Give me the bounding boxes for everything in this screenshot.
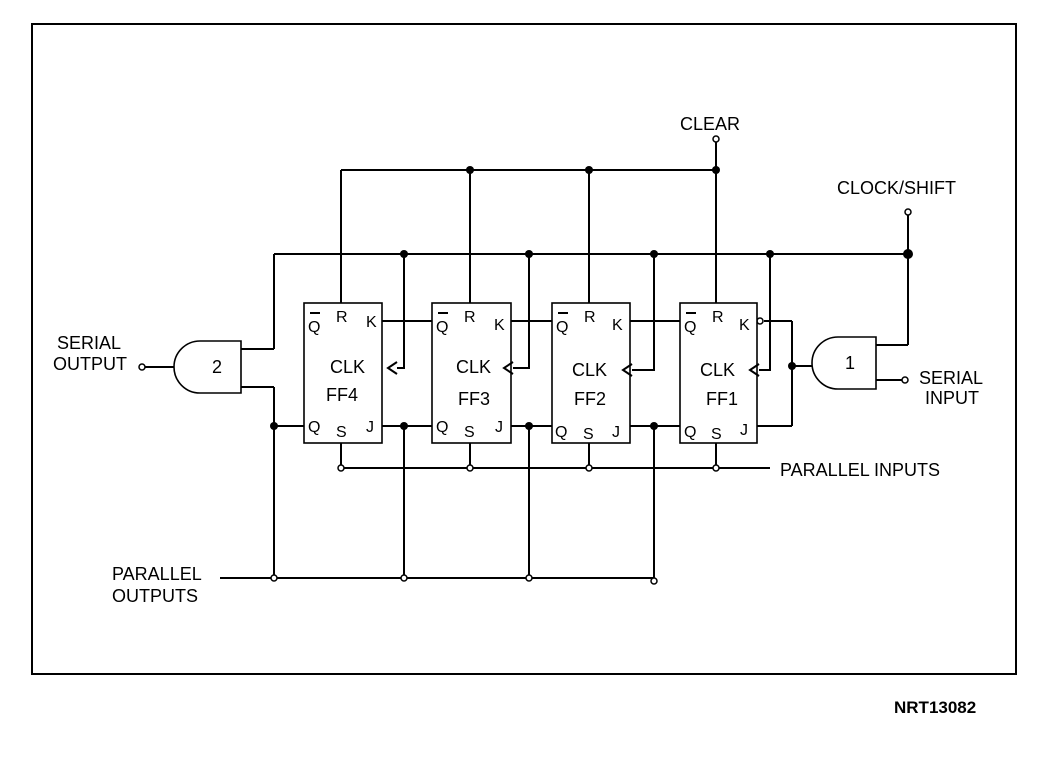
- figure-id: NRT13082: [894, 698, 977, 717]
- ff1-qbar-label: Q: [684, 319, 696, 336]
- ff4-qbar-label: Q: [308, 319, 320, 336]
- clock-shift-label: CLOCK/SHIFT: [837, 178, 956, 198]
- gate-1-label: 1: [845, 353, 855, 373]
- ff3-k-label: K: [494, 317, 505, 334]
- ff1-j-label: J: [740, 422, 748, 439]
- flip-flop-ff2: [551, 302, 631, 444]
- flip-flop-ff4: [303, 302, 383, 444]
- clock-terminal: [904, 208, 912, 216]
- ff4-s-label: S: [336, 424, 347, 441]
- parallel-inputs-wiring: [337, 443, 770, 472]
- ff3-q-label: Q: [436, 419, 448, 436]
- ff2-r-label: R: [584, 309, 596, 326]
- ff3-name-label: FF3: [458, 389, 490, 409]
- serial-input-label-line1: SERIAL: [919, 368, 983, 388]
- serial-input-label-line2: INPUT: [925, 388, 979, 408]
- ff3-s-label: S: [464, 424, 475, 441]
- clear-label: CLEAR: [680, 114, 740, 134]
- ff2-j-label: J: [612, 424, 620, 441]
- flip-flop-ff3: [431, 302, 512, 444]
- parallel-inputs-label: PARALLEL INPUTS: [780, 460, 940, 480]
- diagram-frame: [31, 23, 1017, 675]
- ff1-q-label: Q: [684, 424, 696, 441]
- ff4-k-label: K: [366, 314, 377, 331]
- serial-input-terminal: [901, 376, 909, 384]
- ff4-j-label: J: [366, 419, 374, 436]
- ff3-r-label: R: [464, 309, 476, 326]
- clk-arrows: [386, 361, 760, 377]
- ff2-q-label: Q: [555, 424, 567, 441]
- ff2-clk-label: CLK: [572, 360, 607, 380]
- serial-io-wiring: [138, 363, 909, 384]
- ff4-name-label: FF4: [326, 385, 358, 405]
- serial-output-label-line2: OUTPUT: [53, 354, 127, 374]
- ff3-qbar-label: Q: [436, 319, 448, 336]
- parallel-outputs-label-line2: OUTPUTS: [112, 586, 198, 606]
- and-gate-2: 2: [173, 340, 242, 394]
- ff1-name-label: FF1: [706, 389, 738, 409]
- ff2-k-label: K: [612, 317, 623, 334]
- serial-output-terminal: [138, 363, 146, 371]
- clear-wiring: [340, 135, 720, 303]
- clear-terminal: [712, 135, 720, 143]
- flip-flop-ff1: [679, 302, 758, 444]
- ff3-clk-label: CLK: [456, 357, 491, 377]
- parallel-outputs-label-line1: PARALLEL: [112, 564, 202, 584]
- ff1-clk-label: CLK: [700, 360, 735, 380]
- ff3-j-label: J: [495, 419, 503, 436]
- ff2-qbar-label: Q: [556, 319, 568, 336]
- ff4-q-label: Q: [308, 419, 320, 436]
- ff1-s-label: S: [711, 426, 722, 443]
- gate-2-label: 2: [212, 357, 222, 377]
- ff1-k-label: K: [739, 317, 750, 334]
- ff2-name-label: FF2: [574, 389, 606, 409]
- ff4-r-label: R: [336, 309, 348, 326]
- serial-output-label-line1: SERIAL: [57, 333, 121, 353]
- ff2-s-label: S: [583, 426, 594, 443]
- parallel-outputs-wiring: [220, 426, 658, 585]
- ff1-r-label: R: [712, 309, 724, 326]
- ff4-clk-label: CLK: [330, 357, 365, 377]
- clock-wiring: [241, 208, 913, 371]
- and-gate-1: 1: [811, 336, 877, 390]
